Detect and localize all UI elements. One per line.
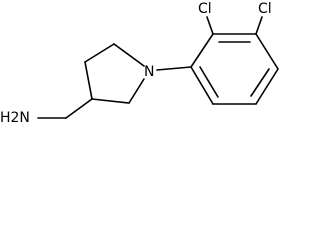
chlorine-meta-label: Cl	[258, 1, 272, 17]
bond-c2-c3	[91, 98, 130, 104]
bond-c3-c4	[84, 61, 93, 100]
bond-c4-c5	[84, 43, 115, 63]
bond-ar3-ar4	[255, 33, 279, 70]
chlorine-ortho-label: Cl	[198, 1, 212, 17]
bond-ar4-ar5	[255, 68, 279, 105]
molecule-diagram: H2N N Cl Cl	[0, 1, 279, 124]
bond-n1-aryl	[156, 66, 192, 71]
bond-ch2-c3	[65, 98, 93, 119]
bond-c5-n1	[113, 43, 145, 67]
aromatic-double-bond-2	[250, 68, 270, 97]
bond-ar1-ar2	[190, 33, 214, 68]
bond-ar6-ar1	[190, 66, 214, 105]
bond-ar3-cl	[255, 16, 263, 35]
ring-nitrogen-label: N	[144, 64, 154, 80]
amine-label: H2N	[0, 110, 30, 124]
bond-n1-c2	[128, 78, 145, 104]
aromatic-double-bond-3	[199, 66, 219, 98]
chemical-structure-canvas: H2N N Cl Cl	[0, 0, 283, 124]
bond-ar2-cl	[206, 16, 214, 35]
